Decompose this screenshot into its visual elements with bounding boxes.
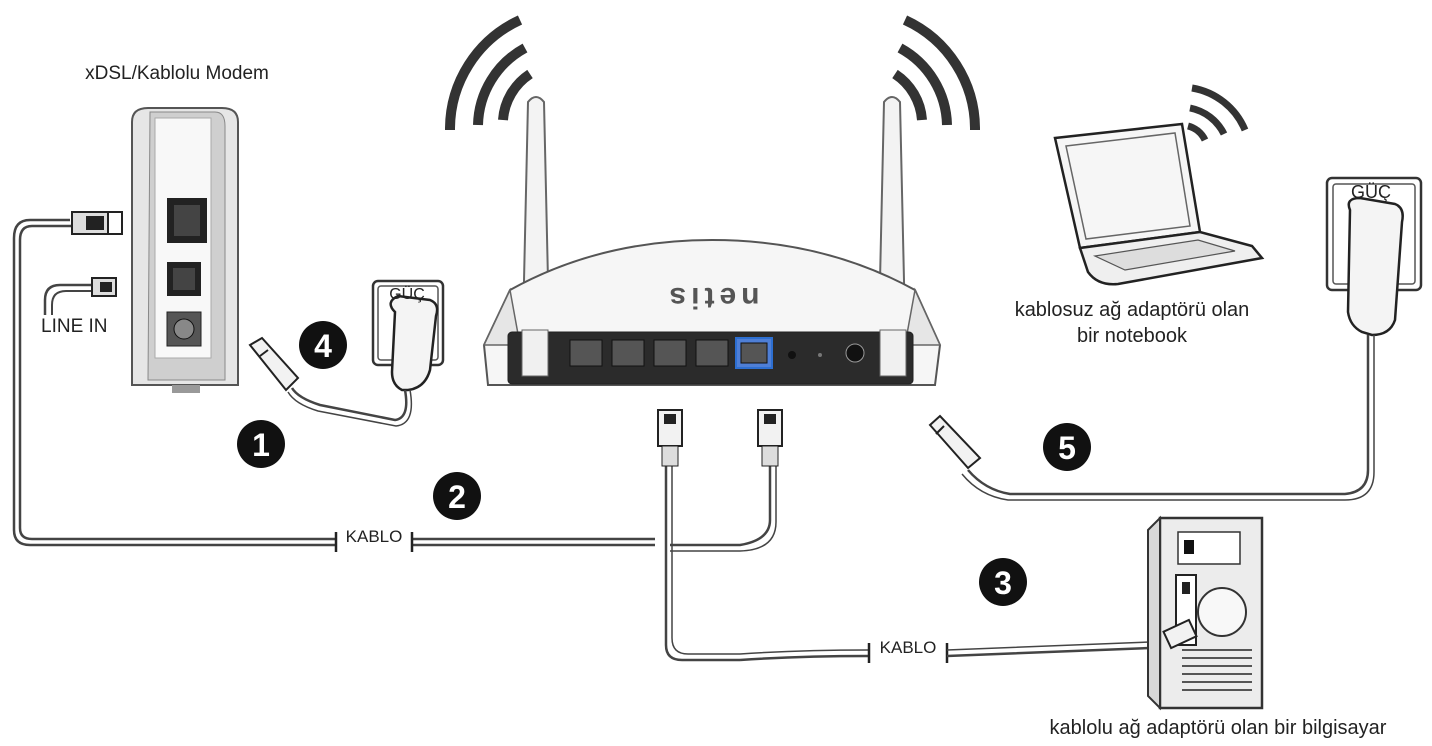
notebook-icon [1053,122,1265,286]
modem-label: xDSL/Kablolu Modem [85,63,269,84]
power-label-left: GÜÇ [389,285,425,303]
router-wifi-left-icon [444,15,533,131]
notebook-label-line1: kablosuz ağ adaptörü olan [1015,299,1250,321]
cable-label-left: KABLO [346,527,403,546]
cable-label-bottom: KABLO [880,638,937,657]
step-badge-1: 1 [237,420,285,468]
modem-wan-cable [12,218,655,547]
step-badge-2: 2 [433,472,481,520]
step-badge-5: 5 [1043,423,1091,471]
step-number-4: 4 [314,328,332,364]
router-wifi-right-icon [892,15,981,131]
step-badge-3: 3 [979,558,1027,606]
router-icon [482,96,942,386]
desktop-label: kablolu ağ adaptörü olan bir bilgisayar [1050,717,1387,739]
router-brand: netis [664,281,759,314]
step-badge-4: 4 [299,321,347,369]
modem-icon [131,107,239,393]
notebook-label-line2: bir notebook [1077,325,1188,347]
line-in-cable [43,277,117,315]
notebook-wifi-icon [1186,84,1249,142]
router-lan-cables [657,409,869,662]
line-in-label: LINE IN [41,316,108,337]
power-adapter-icon [248,279,445,427]
step-number-2: 2 [448,479,466,515]
step-number-5: 5 [1058,430,1076,466]
power-label-right: GÜÇ [1351,182,1391,202]
step-number-3: 3 [994,565,1012,601]
desktop-pc-icon [1147,515,1264,711]
cable-break-marks [334,532,949,663]
ethernet-plug-icon [71,211,123,235]
power-adapter-right-icon [928,176,1423,501]
step-number-1: 1 [252,427,270,463]
